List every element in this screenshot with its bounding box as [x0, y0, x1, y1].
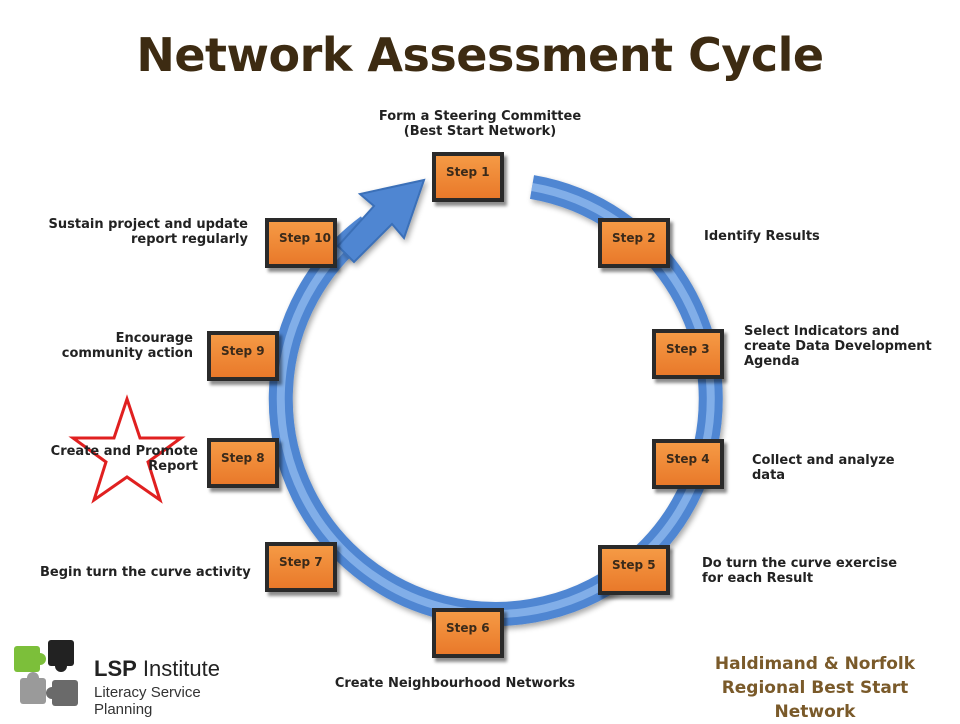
step-7-box: Step 7: [265, 542, 337, 592]
org-name: Haldimand & Norfolk Regional Best Start …: [680, 652, 950, 724]
step-6-box: Step 6: [432, 608, 504, 658]
step-8-description: Create and Promote Report: [50, 444, 198, 474]
step-5-description: Do turn the curve exercise for each Resu…: [702, 556, 898, 586]
step-2-description: Identify Results: [704, 229, 820, 244]
step-1-description: Form a Steering Committee (Best Start Ne…: [378, 109, 582, 139]
step-3-description: Select Indicators and create Data Develo…: [744, 324, 932, 369]
step-3-box: Step 3: [652, 329, 724, 379]
step-9-box: Step 9: [207, 331, 279, 381]
lsp-logo: LSP Institute Literacy Service Planning: [10, 634, 260, 718]
step-5-box: Step 5: [598, 545, 670, 595]
puzzle-icon: [14, 640, 78, 706]
cycle-arrowhead: [336, 178, 426, 264]
step-9-description: Encourage community action: [61, 331, 193, 361]
step-6-description: Create Neighbourhood Networks: [334, 676, 576, 691]
cycle-ring-highlight: [276, 183, 715, 618]
step-8-box: Step 8: [207, 438, 279, 488]
page-title: Network Assessment Cycle: [136, 28, 824, 82]
step-4-box: Step 4: [652, 439, 724, 489]
logo-name: LSP: [94, 656, 137, 681]
org-line-1: Haldimand & Norfolk: [714, 654, 916, 674]
step-4-description: Collect and analyze data: [752, 453, 895, 483]
step-2-box: Step 2: [598, 218, 670, 268]
logo-subtitle: Literacy Service Planning: [94, 684, 201, 718]
step-10-box: Step 10: [265, 218, 337, 268]
step-10-description: Sustain project and update report regula…: [48, 217, 248, 247]
highlight-star-icon: [68, 394, 186, 504]
org-line-2: Regional Best Start Network: [721, 678, 909, 722]
step-7-description: Begin turn the curve activity: [40, 565, 251, 580]
logo-institute: Institute: [142, 656, 220, 681]
step-1-box: Step 1: [432, 152, 504, 202]
